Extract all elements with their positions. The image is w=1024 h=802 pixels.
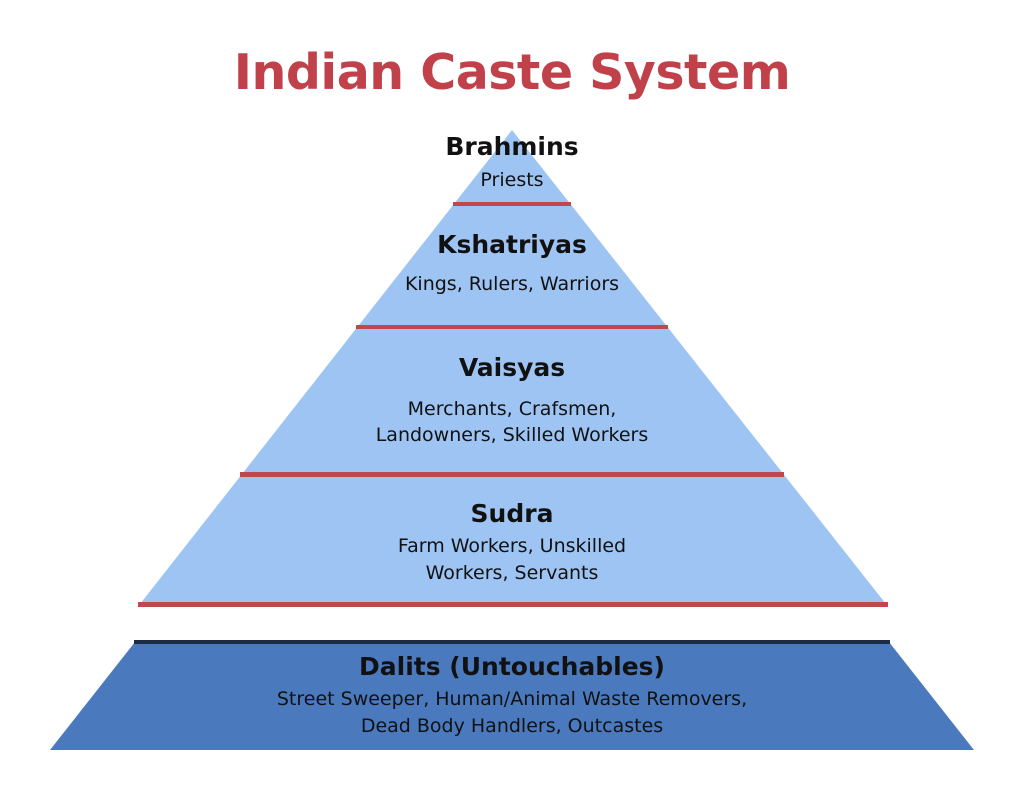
tier-desc-vaisyas-line-1: Merchants, Crafsmen, <box>407 398 617 420</box>
tier-desc-sudra-line-2: Workers, Servants <box>425 562 599 584</box>
tier-label-brahmins: Brahmins <box>445 132 579 161</box>
dalits-top-line <box>134 640 890 644</box>
separator-brahmins-kshatriyas <box>453 202 571 206</box>
tier-desc-sudra-line-1: Farm Workers, Unskilled <box>397 535 627 557</box>
tier-desc-kshatriyas: Kings, Rulers, Warriors <box>404 273 620 295</box>
dalits-trapezoid <box>50 642 974 750</box>
tier-desc-dalits-line-1: Street Sweeper, Human/Animal Waste Remov… <box>276 688 748 710</box>
tier-label-kshatriyas: Kshatriyas <box>437 230 587 259</box>
tier-desc-dalits-line-2: Dead Body Handlers, Outcastes <box>360 715 664 737</box>
separator-vaisyas-sudra <box>240 472 784 477</box>
tier-label-sudra: Sudra <box>470 499 554 528</box>
tier-label-vaisyas: Vaisyas <box>458 353 566 382</box>
separator-kshatriyas-vaisyas <box>356 325 668 329</box>
page-title: Indian Caste System <box>233 44 791 101</box>
tier-desc-vaisyas-line-2: Landowners, Skilled Workers <box>375 424 649 446</box>
tier-desc-brahmins: Priests <box>480 169 544 191</box>
tier-label-dalits: Dalits (Untouchables) <box>359 652 665 681</box>
pyramid-triangle <box>140 130 886 604</box>
separator-pyramid-bottom <box>138 602 888 607</box>
